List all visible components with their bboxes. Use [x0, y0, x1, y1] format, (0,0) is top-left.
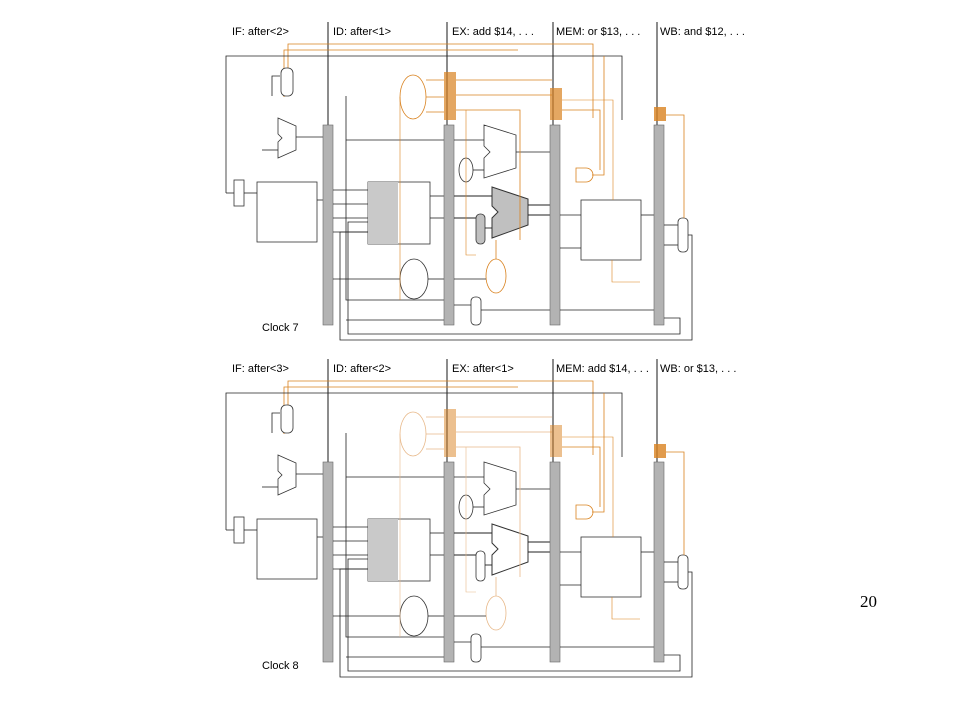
instruction-memory: [256, 518, 318, 580]
page-number: 20: [860, 592, 877, 611]
bottom-stage-id: ID: after<2>: [333, 363, 392, 375]
wire: [592, 56, 605, 176]
pipeline-diagram-0: [225, 22, 693, 341]
wire: [562, 99, 614, 200]
control-unit: [399, 74, 427, 120]
wire: [611, 597, 640, 620]
sign-extend: [399, 258, 429, 300]
instruction-memory: [256, 181, 318, 243]
bottom-stage-wb: WB: or $13, . . .: [660, 363, 737, 375]
id-ex-control-box: [444, 409, 456, 457]
bottom-clock-label: Clock 8: [262, 660, 299, 672]
alu-src-mux: [475, 550, 486, 582]
id-ex-control-box: [444, 72, 456, 120]
bottom-stage-mem: MEM: add $14, . . .: [556, 363, 649, 375]
wire: [592, 393, 605, 513]
ex-add-unit: [483, 461, 517, 516]
pc-mux: [280, 404, 294, 434]
pipeline-diagram-1: [225, 359, 693, 678]
alu: [491, 186, 529, 239]
top-stage-id: ID: after<1>: [333, 26, 392, 38]
ex-mem-control-box: [550, 425, 562, 457]
register-file-shade: [368, 519, 398, 581]
wire: [345, 96, 444, 301]
if-id-register: [322, 124, 334, 326]
alu-control: [485, 258, 507, 294]
wire: [345, 433, 444, 638]
bottom-stage-ex: EX: after<1>: [452, 363, 514, 375]
wire: [456, 109, 521, 240]
top-clock-label: Clock 7: [262, 322, 299, 334]
branch-and-gate: [575, 504, 594, 520]
regdst-mux: [470, 633, 482, 663]
wire: [562, 436, 614, 537]
wire: [465, 110, 476, 256]
id-ex-register: [443, 461, 455, 663]
writeback-mux: [677, 217, 689, 253]
control-feedback-wire: [287, 380, 594, 455]
data-memory: [580, 199, 642, 261]
wire: [666, 451, 685, 555]
writeback-mux: [677, 554, 689, 590]
control-feedback-wire: [287, 43, 594, 118]
top-stage-mem: MEM: or $13, . . .: [556, 26, 641, 38]
control-unit: [399, 411, 427, 457]
wire: [347, 221, 681, 335]
alu-control: [485, 595, 507, 631]
if-add-unit: [277, 454, 297, 496]
wire: [666, 114, 685, 218]
pc-register: [233, 516, 245, 544]
pc-feedback-wire: [225, 392, 623, 462]
pc-register: [233, 179, 245, 207]
top-stage-if: IF: after<2>: [232, 26, 289, 38]
wire: [347, 558, 681, 672]
sign-extend: [399, 595, 429, 637]
if-id-register: [322, 461, 334, 663]
ex-mem-register: [549, 461, 561, 663]
branch-and-gate: [575, 167, 594, 183]
ex-add-unit: [483, 124, 517, 179]
mem-wb-control-box: [654, 444, 666, 458]
top-stage-wb: WB: and $12, . . .: [660, 26, 745, 38]
mem-wb-register: [653, 124, 665, 326]
top-stage-ex: EX: add $14, . . .: [452, 26, 534, 38]
wire: [271, 75, 280, 96]
mem-wb-control-box: [654, 107, 666, 121]
pc-feedback-wire: [225, 55, 623, 125]
wire: [456, 446, 521, 577]
wire: [339, 231, 693, 341]
id-ex-register: [443, 124, 455, 326]
mem-wb-register: [653, 461, 665, 663]
if-add-unit: [277, 117, 297, 159]
alu: [491, 523, 529, 576]
pc-mux: [280, 67, 294, 97]
wire: [271, 412, 280, 433]
wire: [465, 447, 476, 593]
ex-mem-register: [549, 124, 561, 326]
register-file-shade: [368, 182, 398, 244]
wire: [562, 446, 601, 507]
regdst-mux: [470, 296, 482, 326]
wire: [562, 109, 601, 170]
data-memory: [580, 536, 642, 598]
wire: [611, 260, 640, 283]
ex-mem-control-box: [550, 88, 562, 120]
bottom-stage-if: IF: after<3>: [232, 363, 289, 375]
alu-src-mux: [475, 213, 486, 245]
wire: [339, 568, 693, 678]
